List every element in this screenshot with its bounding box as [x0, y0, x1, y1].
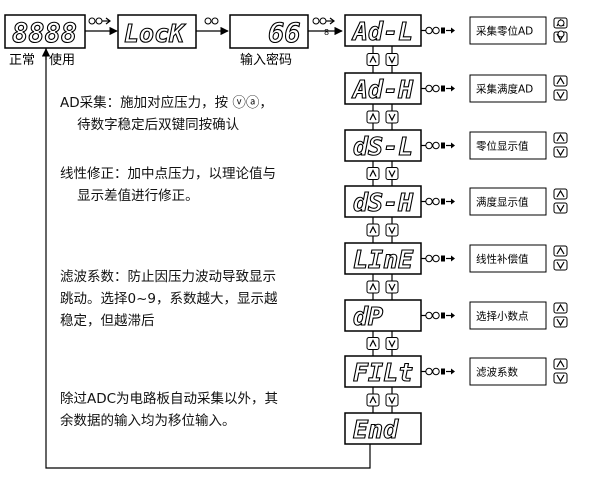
key-press-icon: [425, 26, 455, 35]
menu-function: 采集满度AD: [476, 83, 533, 96]
label-password: 输入密码: [240, 52, 292, 68]
menu-code: FILt: [353, 358, 413, 387]
display-normal: 8888: [4, 14, 86, 50]
menu-item: dP 选择小数点: [344, 299, 568, 332]
nav-arrows: [366, 46, 399, 73]
nav-arrows: [366, 217, 399, 243]
key-press-icon: [204, 17, 219, 25]
down-key-icon: [553, 316, 568, 328]
note-filter: 滤波系数：防止因压力波动导致显示 跳动。选择0~9，系数越大，显示越 稳定，但越…: [60, 269, 278, 329]
menu-function: 选择小数点: [476, 310, 529, 323]
key-press-icon: [425, 311, 455, 320]
down-key-icon: [553, 146, 568, 158]
menu-item: FILt 滤波系数: [344, 355, 568, 388]
key-press-icon: [425, 367, 455, 376]
note-ad-collect: AD采集：施加对应压力，按 ⓥⓐ， 待数字稳定后双键同按确认: [60, 95, 273, 133]
nav-arrows: [366, 274, 399, 300]
label-use: 使用: [49, 52, 75, 68]
display-password: 66: [229, 14, 309, 50]
down-key-icon: [553, 202, 568, 214]
label-normal: 正常: [9, 53, 35, 68]
menu-code: Ad-H: [351, 75, 414, 104]
up-key-icon: [553, 188, 568, 200]
key-press-icon: [425, 197, 455, 206]
nav-arrows: [366, 161, 399, 186]
up-key-icon: [553, 358, 568, 370]
menu-code: dS-L: [353, 132, 413, 161]
display-lock: LocK: [117, 14, 197, 49]
up-key-icon: [553, 245, 568, 257]
up-key-icon: [553, 302, 568, 314]
nav-arrows: [366, 104, 399, 130]
nav-arrows: [366, 387, 399, 413]
menu-function: 采集零位AD: [476, 25, 533, 38]
key-press-icon: 8: [312, 17, 335, 37]
menu-code: End: [353, 415, 399, 444]
note-linear: 线性修正：加中点压力，以理论值与 显示差值进行修正。: [60, 166, 276, 204]
menu-item: Ad-L 采集零位AD: [344, 14, 568, 47]
down-key-icon: [553, 89, 568, 101]
nav-arrows: [366, 331, 399, 356]
display-normal-text: 8888: [12, 18, 77, 49]
key-press-icon: [88, 17, 111, 25]
up-key-icon: [553, 132, 568, 144]
menu-code: LInE: [353, 245, 414, 274]
menu-function: 滤波系数: [476, 366, 518, 379]
menu-code: dP: [353, 302, 383, 331]
menu-item: End: [344, 412, 422, 445]
down-key-icon: [553, 259, 568, 271]
menu-item: LInE 线性补偿值: [344, 242, 568, 275]
menu-item: dS-L 零位显示值: [344, 129, 568, 162]
key-press-icon: [425, 141, 455, 150]
menu-code: Ad-L: [351, 17, 413, 46]
menu-function: 零位显示值: [476, 140, 529, 153]
up-key-icon: [553, 75, 568, 87]
menu-column: Ad-L 采集零位AD Ad-H 采集满度AD dS-L 零位显示值 dS-H 满度显示值 LI…: [344, 14, 568, 445]
key-press-icon: [557, 19, 565, 38]
key-press-icon: [425, 84, 455, 93]
key-press-icon: [425, 254, 455, 263]
menu-item: dS-H 满度显示值: [344, 185, 568, 218]
svg-text:8: 8: [324, 28, 329, 37]
menu-function: 满度显示值: [476, 196, 529, 209]
return-line: [45, 48, 371, 469]
down-key-icon: [553, 372, 568, 384]
display-password-text: 66: [268, 18, 301, 49]
menu-function: 线性补偿值: [476, 253, 529, 266]
menu-item: Ad-H 采集满度AD: [344, 72, 568, 105]
display-lock-text: LocK: [124, 19, 186, 48]
note-other: 除过ADC为电路板自动采集以外，其 余数据的输入均为移位输入。: [60, 391, 279, 429]
menu-code: dS-H: [353, 188, 414, 217]
